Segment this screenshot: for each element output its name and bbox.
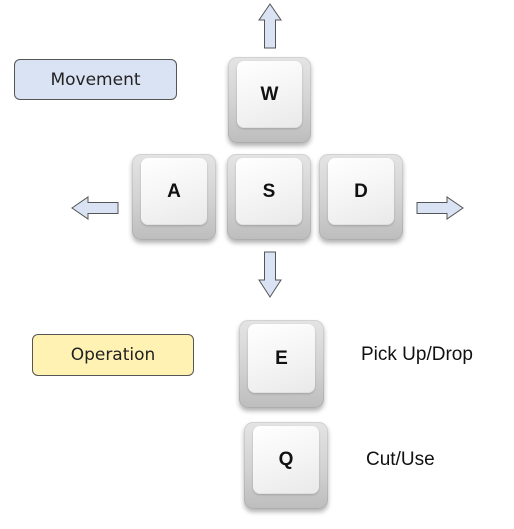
operation-label: Operation [32, 334, 194, 376]
key-d: D [319, 154, 403, 240]
key-w-label: W [237, 61, 302, 128]
key-a: A [132, 154, 216, 240]
key-q: Q [244, 422, 328, 509]
operation-label-text: Operation [70, 345, 156, 365]
movement-label: Movement [14, 59, 177, 100]
movement-label-text: Movement [50, 69, 141, 90]
key-s: S [227, 154, 311, 240]
key-s-label: S [236, 158, 302, 225]
key-q-label: Q [253, 426, 319, 494]
key-a-label: A [141, 158, 207, 225]
key-e: E [239, 320, 324, 408]
left-arrow-icon [71, 196, 119, 220]
pick-up-drop-text: Pick Up/Drop [361, 344, 473, 365]
up-arrow-icon [258, 3, 282, 49]
cut-use-text: Cut/Use [366, 449, 435, 470]
right-arrow-icon [416, 196, 464, 220]
down-arrow-icon [258, 251, 282, 298]
key-d-label: D [328, 158, 394, 225]
key-e-label: E [248, 324, 315, 393]
key-w: W [228, 57, 311, 143]
